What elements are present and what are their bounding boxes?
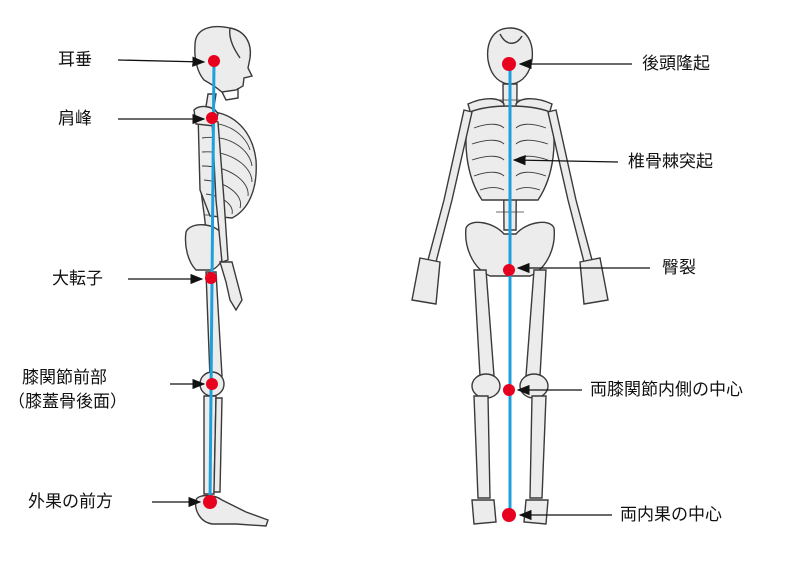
label-knee-front-note: （膝蓋骨後面）: [8, 392, 127, 412]
label-malleolus: 外果の前方: [28, 492, 113, 512]
label-occipital: 後頭隆起: [642, 54, 710, 74]
side-skeleton: [184, 25, 269, 527]
label-acromion: 肩峰: [58, 109, 92, 129]
back-right-foot: [523, 499, 549, 525]
label-knee-front: 膝関節前部: [22, 368, 107, 388]
side-arm: [211, 119, 229, 263]
back-left-knee: [471, 373, 501, 399]
label-trochanter: 大転子: [52, 269, 103, 289]
spinous-arrow: [512, 155, 619, 166]
back-left-foot: [471, 499, 497, 525]
label-ankles-center: 両内果の中心: [620, 505, 722, 525]
side-femur: [205, 271, 223, 379]
knee-front-dot: [206, 378, 218, 390]
knees-center-dot: [503, 384, 515, 396]
malleolus-dot: [203, 495, 217, 509]
back-right-femur: [525, 269, 547, 377]
trochanter-dot: [205, 272, 217, 284]
label-gluteal: 臀裂: [662, 258, 696, 278]
back-right-knee: [519, 373, 549, 399]
label-spinous: 椎骨棘突起: [628, 152, 713, 172]
gluteal-dot: [503, 264, 515, 276]
back-left-femur: [473, 269, 495, 377]
occipital-dot: [502, 57, 516, 71]
earlobe-dot: [208, 55, 220, 67]
acromion-dot: [206, 112, 218, 124]
side-skull: [194, 25, 254, 93]
label-earlobe: 耳垂: [58, 50, 92, 70]
label-knees-center: 両膝関節内側の中心: [590, 380, 743, 400]
earlobe-arrow: [117, 56, 206, 67]
ankles-center-dot: [502, 508, 516, 522]
